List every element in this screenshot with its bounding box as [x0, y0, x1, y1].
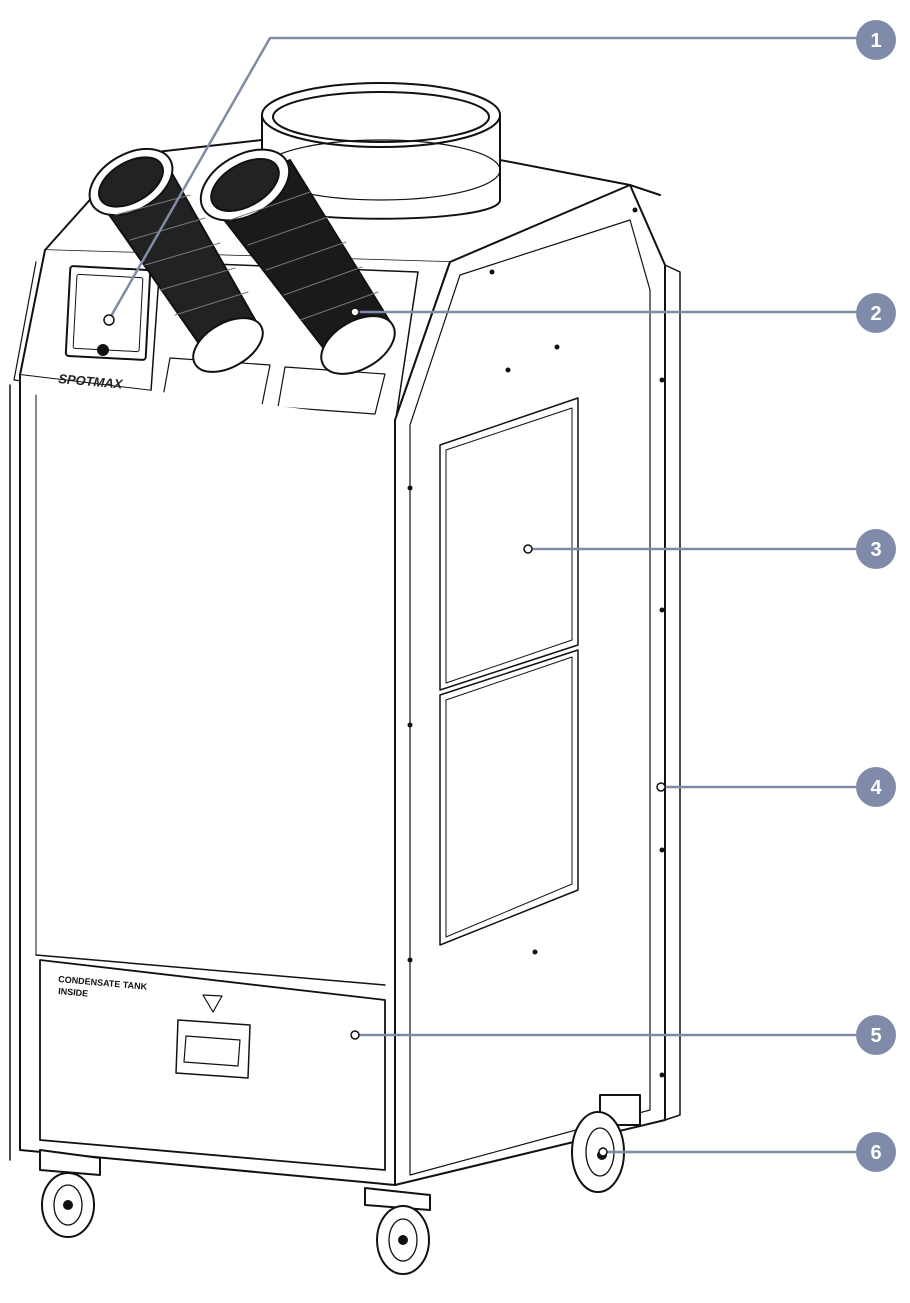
side-panel [394, 184, 681, 1186]
caster-front-left [39, 1149, 101, 1238]
callout-2: 2 [350, 293, 896, 333]
caster-front-right [364, 1187, 431, 1275]
condensate-tank-drawer [39, 959, 386, 1171]
callout-number-1: 1 [870, 30, 881, 52]
callout-3: 3 [523, 529, 896, 569]
callout-1: 1 [103, 20, 896, 326]
exhaust-collar [261, 82, 501, 220]
callout-4: 4 [656, 767, 896, 807]
caster-rear-right [571, 1094, 641, 1193]
callouts-layer: 1 2 3 4 5 6 [103, 20, 896, 1172]
brand-logo-text: SPOTMAX [58, 371, 125, 392]
callout-number-3: 3 [870, 539, 881, 561]
callout-number-4: 4 [870, 777, 882, 799]
casters [39, 1094, 641, 1275]
callout-5: 5 [350, 1015, 896, 1055]
callout-6: 6 [598, 1132, 896, 1172]
callout-number-6: 6 [870, 1142, 881, 1164]
tank-label-line-2: INSIDE [58, 986, 89, 999]
callout-number-2: 2 [870, 303, 881, 325]
nozzle-hoses [88, 147, 396, 375]
callout-number-5: 5 [870, 1025, 881, 1047]
